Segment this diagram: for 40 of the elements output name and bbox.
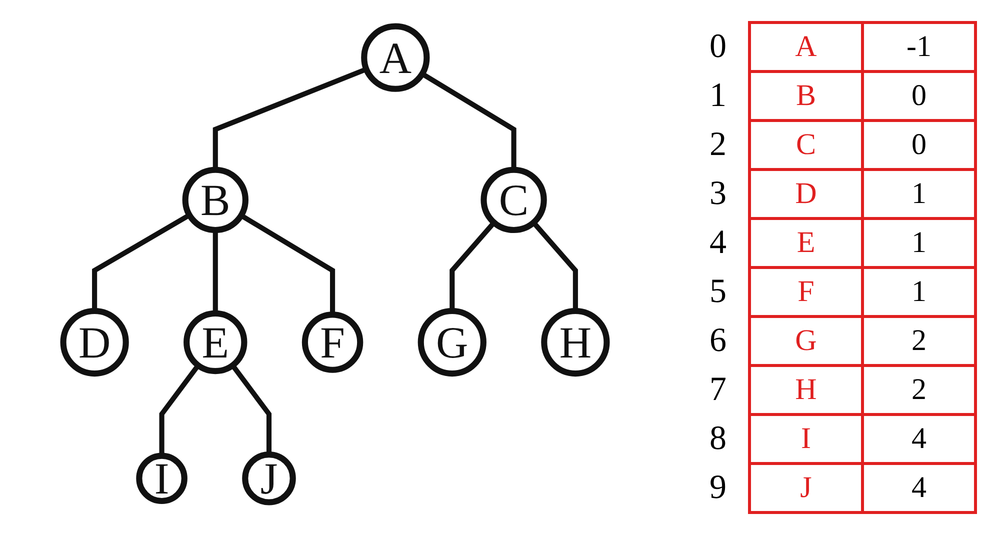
node-circle: D: [60, 307, 129, 376]
table-cell: I: [750, 414, 862, 464]
row-index: 8: [688, 414, 750, 464]
table-cell: B: [750, 72, 862, 120]
row-index: 1: [688, 72, 750, 120]
node-circle: F: [302, 311, 364, 372]
node-circle: G: [418, 307, 486, 376]
row-index: 3: [688, 170, 750, 218]
node-circle: H: [541, 307, 610, 376]
row-index: 4: [688, 218, 750, 268]
node-circle: I: [136, 452, 188, 504]
row-index: 5: [688, 268, 750, 316]
table-cell: A: [750, 22, 862, 72]
table-cell: 2: [862, 316, 976, 366]
node-circle: A: [361, 22, 430, 92]
table-cell: 1: [862, 218, 976, 268]
table-cell: 0: [862, 120, 976, 170]
node-circle: B: [182, 166, 248, 233]
table-cell: 1: [862, 170, 976, 218]
node-circle: C: [480, 166, 547, 233]
table-cell: C: [750, 120, 862, 170]
row-index: 0: [688, 22, 750, 72]
table-cell: 0: [862, 72, 976, 120]
table-cell: -1: [862, 22, 976, 72]
table-cell: E: [750, 218, 862, 268]
table-cell: F: [750, 268, 862, 316]
node-circle: E: [184, 310, 248, 374]
table-cell: 1: [862, 268, 976, 316]
table-cell: 4: [862, 414, 976, 464]
table-cell: D: [750, 170, 862, 218]
row-index: 9: [688, 464, 750, 512]
row-index: 7: [688, 366, 750, 414]
row-index: 6: [688, 316, 750, 366]
table-cell: H: [750, 366, 862, 414]
table-cell: J: [750, 464, 862, 512]
table-cell: G: [750, 316, 862, 366]
row-index: 2: [688, 120, 750, 170]
table-cell: 4: [862, 464, 976, 512]
table-cell: 2: [862, 366, 976, 414]
node-circle: J: [242, 451, 296, 505]
